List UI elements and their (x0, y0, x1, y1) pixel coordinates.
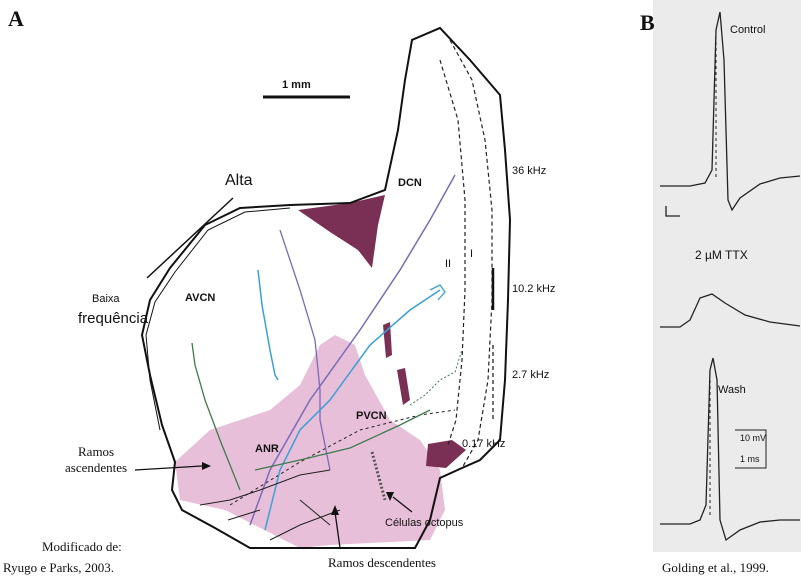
label-ramos-desc: Ramos descendentes (328, 555, 436, 571)
label-ramos-asc-2: ascendentes (65, 460, 127, 476)
label-celulas-octopus: Células octopus (385, 517, 463, 529)
nucleus-inner-outline (146, 208, 290, 430)
freq-label-2: 2.7 kHz (512, 369, 549, 381)
label-frequencia: frequência (78, 310, 148, 327)
trace-panel-bg (653, 0, 801, 552)
pvcn-dark-region (426, 440, 466, 468)
credit-line-2: Ryugo e Parks, 2003. (3, 560, 114, 576)
panel-a-letter: A (8, 6, 24, 32)
label-ramos-asc-1: Ramos (78, 444, 114, 460)
label-baixa: Baixa (92, 293, 120, 305)
label-dcn: DCN (398, 177, 422, 189)
label-pvcn: PVCN (356, 410, 387, 422)
fiber-blue-1 (258, 270, 278, 380)
panel-b-letter: B (640, 10, 655, 36)
credit-panel-b: Golding et al., 1999. (662, 560, 769, 576)
scale-v-label: 10 mV (740, 433, 766, 443)
dark-strip-2 (397, 368, 410, 405)
label-avcn: AVCN (185, 292, 215, 304)
label-layer-ii: II (445, 258, 451, 270)
label-layer-i: I (470, 248, 473, 260)
fiber-green-3 (410, 350, 462, 405)
label-alta: Alta (225, 172, 253, 190)
trace-label-ttx: 2 µM TTX (695, 248, 748, 262)
frequency-axis-line (147, 198, 233, 278)
label-anr: ANR (255, 443, 279, 455)
freq-label-0: 0.17 kHz (462, 438, 505, 450)
dcn-dark-region (298, 195, 385, 268)
scale-t-label: 1 ms (740, 454, 760, 464)
scale-bar-label: 1 mm (282, 79, 311, 91)
trace-label-control: Control (730, 24, 765, 36)
credit-line-1: Modificado de: (42, 539, 122, 555)
freq-label-36: 36 kHz (512, 165, 546, 177)
boundary-dashed-2 (440, 60, 465, 445)
freq-label-10: 10.2 kHz (512, 283, 555, 295)
trace-label-wash: Wash (718, 384, 746, 396)
